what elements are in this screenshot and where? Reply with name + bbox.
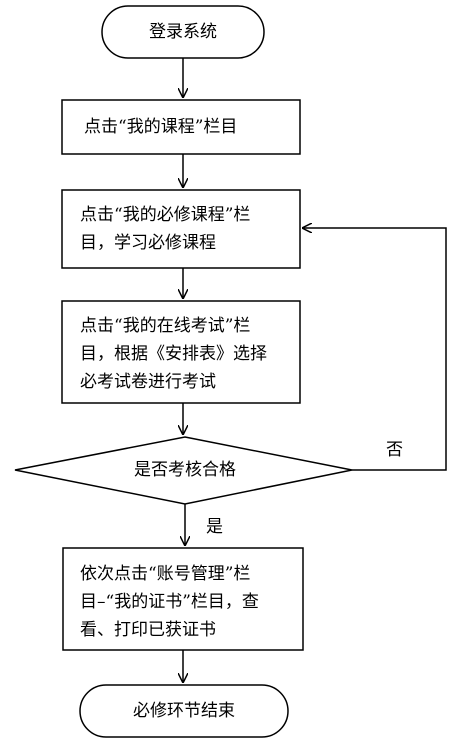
step3-line: 目，根据《安排表》选择	[80, 344, 267, 364]
step1-label: 点击“我的课程”栏目	[84, 117, 238, 137]
step2-line: 点击“我的必修课程”栏	[80, 205, 251, 225]
step3-text: 点击“我的在线考试”栏 目，根据《安排表》选择 必考试卷进行考试	[80, 312, 267, 396]
step3-box	[61, 300, 301, 404]
start-label: 登录系统	[149, 22, 217, 42]
step3-line: 必考试卷进行考试	[80, 372, 216, 392]
end-label: 必修环节结束	[133, 701, 235, 721]
decision-label: 是否考核合格	[134, 460, 236, 480]
step3-line: 点击“我的在线考试”栏	[80, 316, 251, 336]
end-terminator	[79, 684, 289, 738]
arrow-no-loop	[303, 228, 447, 471]
no-label: 否	[386, 440, 403, 460]
step4-line: 目–“我的证书”栏目，查	[80, 592, 259, 612]
step1-box	[61, 99, 301, 155]
step4-line: 依次点击“账号管理”栏	[80, 564, 251, 584]
step4-text: 依次点击“账号管理”栏 目–“我的证书”栏目，查 看、打印已获证书	[80, 560, 259, 644]
step2-text: 点击“我的必修课程”栏 目，学习必修课程	[80, 201, 250, 257]
step4-box	[62, 547, 304, 651]
yes-label: 是	[206, 517, 223, 537]
step4-line: 看、打印已获证书	[80, 620, 216, 640]
step2-line: 目，学习必修课程	[80, 233, 216, 253]
step2-box	[61, 189, 301, 269]
